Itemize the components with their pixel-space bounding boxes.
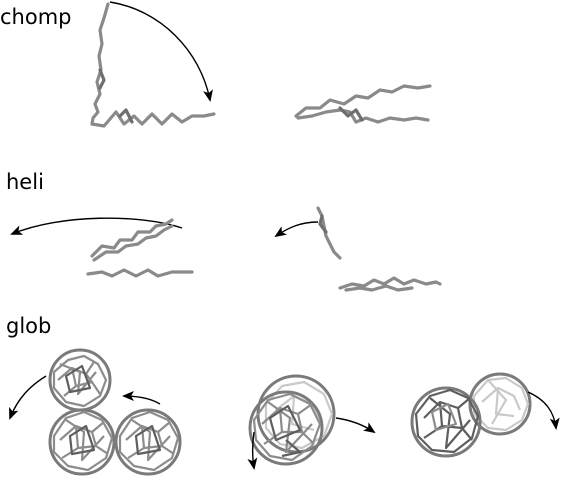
rotation-arrow (527, 391, 560, 430)
glob-structure-right (410, 372, 532, 458)
rotation-arrow (9, 375, 47, 420)
sphere (48, 408, 116, 476)
section-label-chomp: chomp (0, 5, 72, 29)
glob-structure-middle (248, 374, 336, 466)
section-label-heli: heli (6, 170, 44, 194)
sphere (48, 348, 112, 412)
glob-structure-left (48, 348, 182, 476)
sphere (410, 386, 482, 458)
chomp-structure-left (90, 2, 216, 128)
rotation-arrow (274, 221, 319, 238)
rotation-arrow (109, 1, 213, 102)
sphere (114, 408, 182, 476)
chomp-structure-right (294, 84, 432, 124)
heli-structure-right (316, 206, 442, 292)
rotation-arrow (122, 391, 161, 405)
section-label-glob: glob (6, 314, 51, 338)
sphere (248, 390, 324, 466)
rotation-arrow (335, 417, 376, 434)
heli-structure-left (86, 218, 194, 278)
rotation-arrow (247, 431, 258, 470)
